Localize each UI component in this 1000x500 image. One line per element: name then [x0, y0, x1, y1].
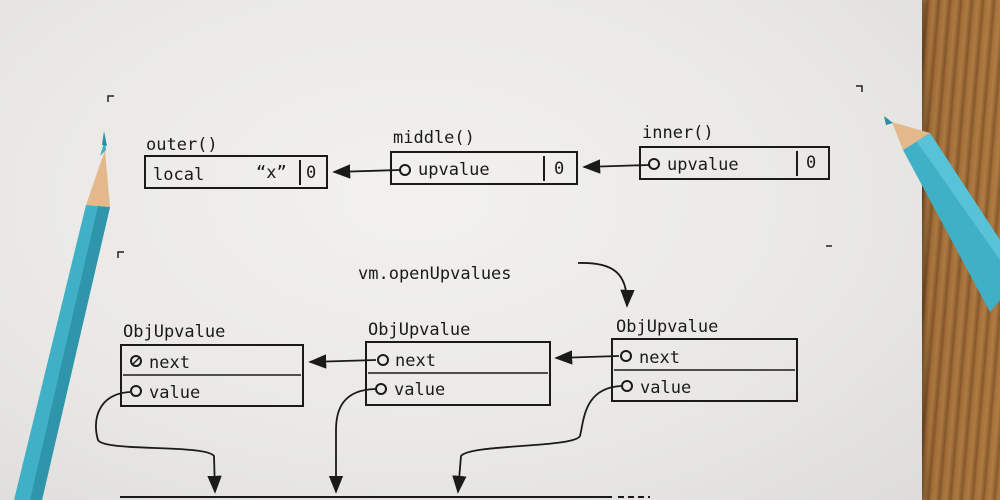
upvalue-2-value-arrow: [328, 388, 376, 494]
upvalue-2-next-label: next: [395, 351, 436, 371]
upvalue-1-box: [120, 344, 304, 407]
inner-title: inner(): [642, 123, 714, 143]
outer-slot: 0: [306, 163, 316, 183]
paper-sheet: [0, 0, 922, 500]
upvalue-2-next-arrow: [308, 354, 377, 369]
upvalue-object-2: ObjUpvalue next value: [365, 320, 551, 406]
upvalue-3-title: ObjUpvalue: [616, 317, 718, 337]
upvalue-2-title: ObjUpvalue: [368, 320, 470, 340]
middle-title: middle(): [393, 128, 475, 148]
upvalue-object-1: ObjUpvalue next value: [120, 322, 304, 407]
inner-upvalue-label: upvalue: [667, 155, 739, 175]
upvalue-2-value-label: value: [394, 380, 445, 400]
vm-open-upvalues-label: vm.openUpvalues: [358, 264, 512, 284]
upvalue-1-value-label: value: [149, 383, 200, 403]
middle-to-outer-arrow: [332, 164, 401, 179]
upvalue-1-value-arrow: [95, 391, 222, 494]
upvalue-3-next-label: next: [639, 348, 680, 368]
left-pencil: [14, 131, 110, 500]
right-pencil: [884, 116, 1000, 312]
upvalue-3-box: [611, 338, 798, 402]
outer-title: outer(): [146, 135, 218, 155]
upvalue-2-next-dot: [377, 354, 389, 366]
upvalue-1-next-label: next: [149, 353, 190, 373]
upvalue-2-value-dot: [375, 383, 387, 395]
upvalue-2-box: [365, 341, 551, 406]
middle-upvalue-label: upvalue: [418, 160, 490, 180]
outer-local-label: local: [153, 165, 204, 185]
vm-open-upvalues-arrow: [577, 262, 635, 308]
upvalue-1-title: ObjUpvalue: [123, 322, 225, 342]
inner-box: [639, 146, 830, 180]
middle-upvalue-dot: [399, 164, 411, 176]
middle-slot: 0: [554, 159, 564, 179]
inner-slot: 0: [806, 153, 816, 173]
upvalue-1-null-next-dot: [130, 355, 142, 367]
upvalue-3-next-arrow: [554, 350, 620, 365]
inner-upvalue-dot: [648, 158, 660, 170]
upvalue-3-value-arrow: [452, 385, 622, 494]
middle-box: [390, 151, 578, 185]
inner-to-middle-arrow: [582, 159, 650, 174]
upvalue-3-value-label: value: [640, 378, 691, 398]
crop-marks: [107, 85, 863, 258]
upvalue-3-value-dot: [621, 380, 633, 392]
upvalue-1-value-dot: [130, 385, 142, 397]
outer-frame: outer() local “x” 0: [144, 135, 328, 189]
middle-frame: middle() upvalue 0: [390, 128, 578, 185]
inner-frame: inner() upvalue 0: [639, 123, 830, 180]
outer-box: [144, 155, 328, 189]
outer-local-value: “x”: [256, 163, 287, 183]
upvalue-3-next-dot: [620, 350, 632, 362]
upvalue-object-3: ObjUpvalue next value: [611, 317, 798, 402]
